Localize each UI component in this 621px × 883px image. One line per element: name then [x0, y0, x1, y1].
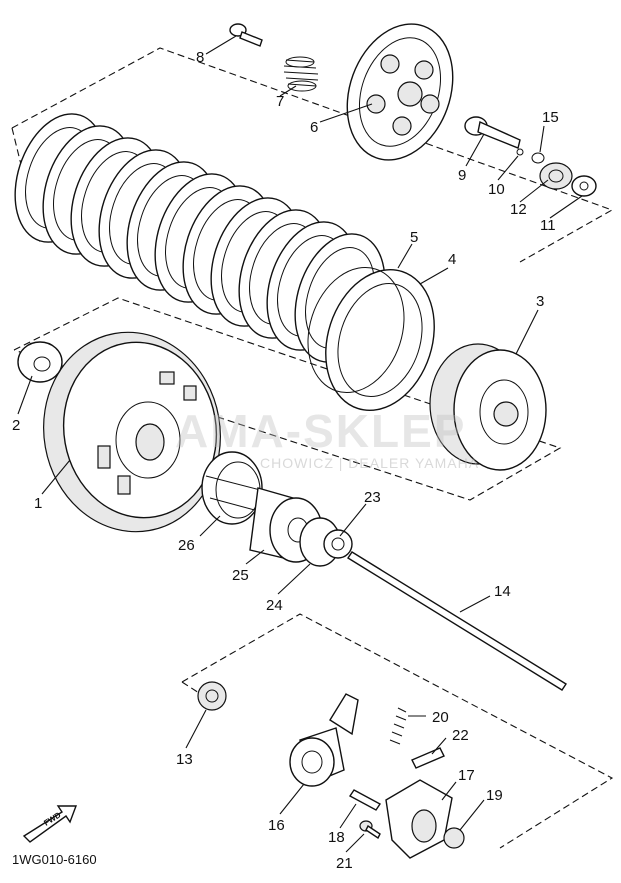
screw [359, 820, 381, 840]
thrust-plate [17, 341, 63, 383]
callout-labels: 8 7 6 9 10 12 11 15 3 4 5 2 1 26 25 24 2… [12, 49, 559, 872]
callout-2: 2 [12, 417, 20, 434]
callout-3: 3 [536, 293, 544, 310]
locknut [539, 162, 573, 190]
callout-9: 9 [458, 167, 466, 184]
callout-21: 21 [336, 855, 353, 872]
callout-19: 19 [486, 787, 503, 804]
o-ring [516, 148, 524, 156]
callout-26: 26 [178, 537, 195, 554]
needle-bearing [201, 451, 269, 525]
callout-18: 18 [328, 829, 345, 846]
adjuster-nut [443, 827, 465, 849]
dashed-outline-lower [181, 613, 614, 849]
callout-25: 25 [232, 567, 249, 584]
thrust-washer-small [323, 529, 353, 559]
lock-washer [571, 175, 597, 197]
adjuster-bolt [348, 789, 382, 811]
leader-lines [17, 35, 583, 853]
primary-driven-gear [43, 331, 221, 533]
push-lever-shaft [289, 693, 359, 787]
watermark-main: AMA-SKLEP [175, 405, 467, 457]
callout-23: 23 [364, 489, 381, 506]
fwd-arrow-icon [22, 805, 78, 843]
callout-5: 5 [410, 229, 418, 246]
callout-24: 24 [266, 597, 283, 614]
callout-6: 6 [310, 119, 318, 136]
callout-4: 4 [448, 251, 456, 268]
push-rod-long [347, 551, 567, 691]
drawing-code: 1WG010-6160 [12, 852, 97, 867]
callout-14: 14 [494, 583, 511, 600]
callout-15: 15 [542, 109, 559, 126]
friction-plate-inner [307, 266, 405, 394]
pin [411, 747, 445, 769]
callout-10: 10 [488, 181, 505, 198]
callout-20: 20 [432, 709, 449, 726]
callout-17: 17 [458, 767, 475, 784]
bolt [229, 23, 263, 47]
watermark-sub: CHOWICZ | DEALER YAMAHA [260, 455, 480, 471]
callout-8: 8 [196, 49, 204, 66]
callout-16: 16 [268, 817, 285, 834]
dashed-outline-middle [13, 297, 562, 501]
clutch-plate-stack [14, 113, 386, 363]
callout-13: 13 [176, 751, 193, 768]
callout-12: 12 [510, 201, 527, 218]
clutch-spring [283, 56, 319, 92]
push-rod-short [464, 116, 521, 149]
callout-11: 11 [540, 217, 556, 234]
callout-22: 22 [452, 727, 469, 744]
callout-1: 1 [34, 495, 42, 512]
return-spring [389, 707, 407, 745]
adjuster-cover [385, 779, 453, 859]
clutch-boss [429, 343, 547, 471]
oil-seal [197, 681, 227, 711]
callout-7: 7 [276, 93, 284, 110]
washer [531, 152, 545, 164]
friction-plate-outer [325, 268, 435, 412]
pressure-plate [346, 23, 454, 161]
